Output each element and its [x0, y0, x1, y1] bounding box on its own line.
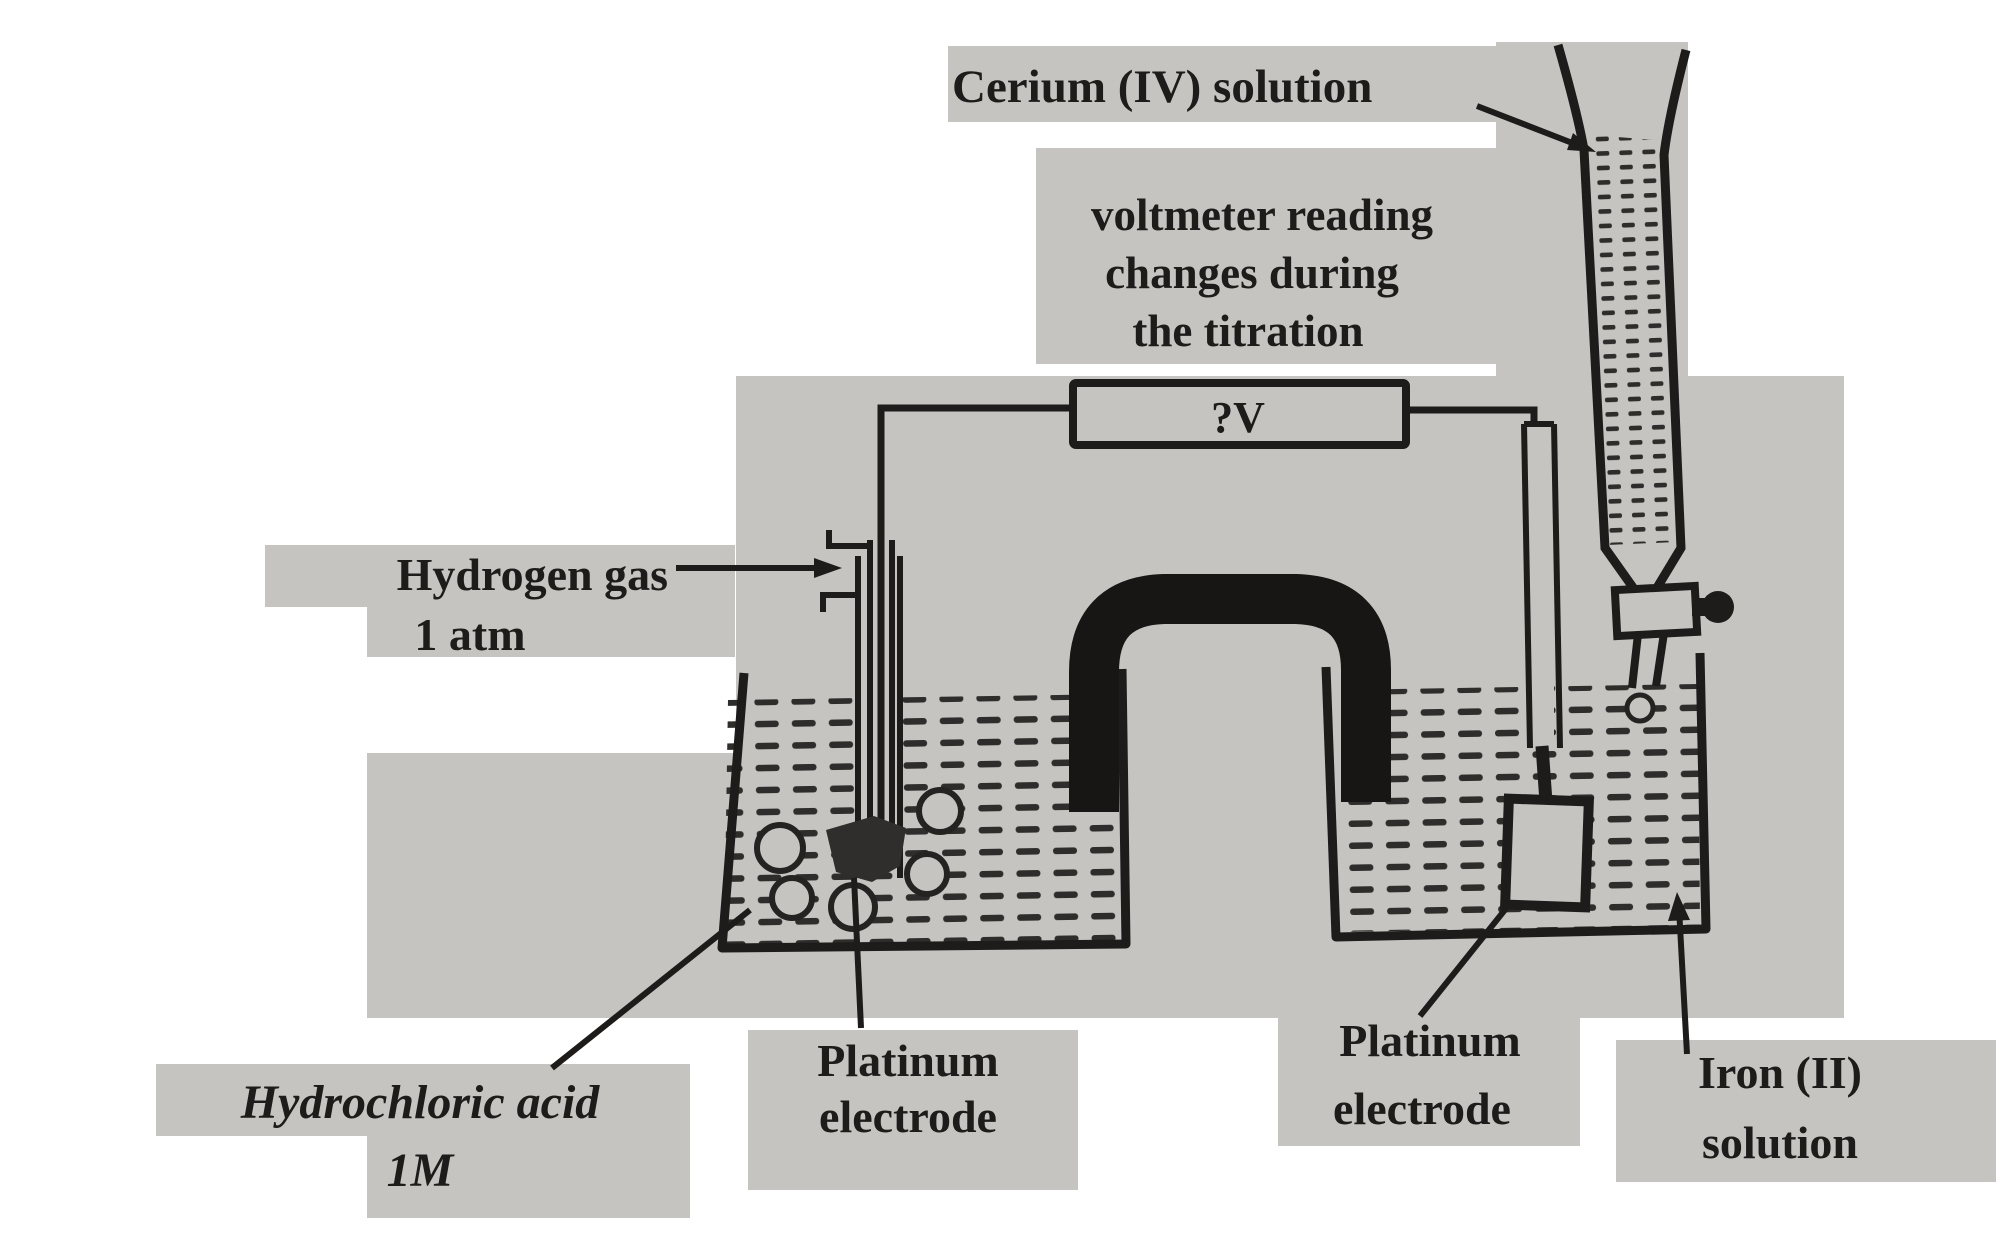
text-labels: Cerium (IV) solution voltmeter reading c… [240, 61, 1862, 1197]
platinum-electrode-left [826, 816, 906, 882]
voltmeter: ?V [1069, 379, 1410, 449]
voltmeter-box [1069, 379, 1410, 449]
wire-right [1406, 406, 1538, 426]
one-molar-label: 1M [387, 1144, 456, 1197]
burette-mouth [1558, 45, 1686, 155]
bubble-icon [916, 787, 964, 835]
iron-arrowhead-icon [1668, 892, 1690, 921]
iron-label-line1: Iron (II) [1698, 1047, 1862, 1098]
pt-left-label-line1: Platinum [817, 1035, 998, 1086]
pt-left-label-line2: electrode [819, 1091, 997, 1142]
paper-patch-pt-left-label [748, 1030, 1078, 1190]
wire-left [877, 404, 1078, 836]
electrode-stem [1535, 745, 1553, 803]
paper-patch-cerium-label [948, 46, 1506, 122]
stopcock-knob [1702, 591, 1734, 623]
paper-patch-1atm-label [367, 607, 735, 657]
pt-right-pointer-line [1417, 904, 1511, 1018]
pt-right-label-line2: electrode [1333, 1083, 1511, 1134]
paper-patch-note-text [1036, 148, 1506, 364]
bubble-icon [754, 822, 806, 874]
pt-right-label-line1: Platinum [1339, 1015, 1520, 1066]
hydrogen-bubbles [754, 787, 964, 932]
note-line-3: the titration [1132, 306, 1363, 356]
note-line-2: changes during [1105, 248, 1399, 298]
cerium-solution-liquid [1592, 135, 1676, 545]
iron-label-line2: solution [1702, 1117, 1858, 1168]
pt-left-pointer-line [851, 877, 864, 1029]
paper-patch-hcl-label [156, 1064, 690, 1136]
paper-patch-1m-label [367, 1134, 690, 1218]
hcl-pointer-line [550, 907, 752, 1071]
bubble-icon [904, 851, 950, 897]
burette-wall-left [1553, 43, 1637, 596]
burette-stopcock [1610, 581, 1734, 689]
one-atm-label: 1 atm [414, 609, 525, 660]
burette [1553, 43, 1734, 689]
paper-patch-pt-right-label [1278, 1010, 1580, 1146]
cerium-pointer-line [1475, 103, 1582, 149]
bubble-icon [1624, 692, 1656, 724]
burette-tip [1628, 633, 1642, 689]
right-beaker-wall [1321, 652, 1711, 942]
burette-wall-right [1653, 48, 1691, 596]
pointers [550, 103, 1690, 1071]
glass-tube-wall [1551, 423, 1563, 749]
paper-patch-left-of-beaker [367, 753, 738, 943]
cerium-label: Cerium (IV) solution [952, 61, 1372, 113]
burette-tip [1652, 632, 1668, 687]
tube-side-arm-upper [826, 530, 868, 549]
salt-bridge [1069, 574, 1391, 812]
bubble-icon [769, 875, 815, 921]
platinum-electrode-right [1500, 793, 1594, 913]
hcl-label: Hydrochloric acid [240, 1076, 601, 1129]
paper-patch-iron-label [1616, 1040, 1996, 1182]
voltmeter-reading: ?V [1211, 393, 1265, 442]
left-beaker [717, 668, 1131, 953]
paper-patch-below-beakers [367, 938, 1844, 1018]
left-beaker-wall [717, 668, 1131, 953]
hydrogen-arrowhead-icon [814, 558, 842, 578]
stopcock-body [1610, 581, 1702, 641]
glass-tube-wall [1521, 423, 1533, 749]
hydrogen-gas-label: Hydrogen gas [397, 549, 668, 600]
hydrogen-electrode-assembly [820, 404, 1078, 882]
note-line-1: voltmeter reading [1091, 190, 1434, 240]
tube-side-arm-lower [820, 592, 858, 612]
cerium-arrowhead-icon [1567, 133, 1596, 152]
right-electrode-assembly [1406, 406, 1594, 913]
paper-patch-hydrogen-label [265, 545, 735, 607]
iron-pointer-line [1676, 907, 1690, 1055]
arrowheads [814, 133, 1690, 921]
